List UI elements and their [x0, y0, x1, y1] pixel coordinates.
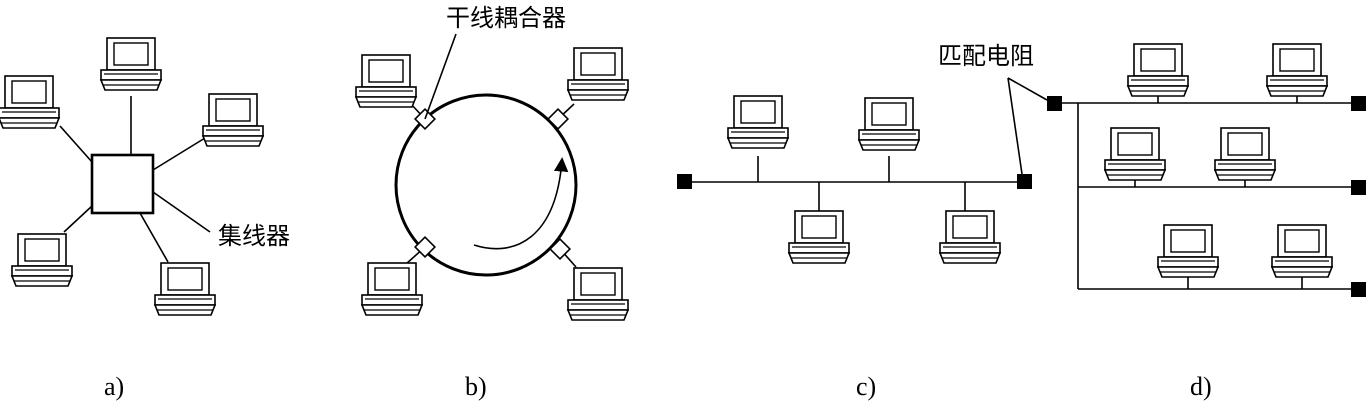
computer-icon [567, 47, 629, 101]
subfigure-d-label: d) [1190, 372, 1212, 401]
computer-icon [355, 54, 417, 108]
computer-icon [100, 37, 162, 91]
tree-topology [1007, 43, 1366, 297]
computer-icon [939, 210, 1001, 264]
computer-icon [727, 95, 789, 149]
coupler-icon [546, 107, 570, 131]
computer-icon [858, 97, 920, 151]
coupler-icon [548, 237, 572, 261]
computer-icon [1104, 127, 1166, 181]
computer-icon [0, 75, 60, 129]
subfigure-b-label: b) [465, 372, 487, 401]
subfigure-a-label: a) [104, 372, 124, 401]
subfigure-c-label: c) [856, 372, 876, 401]
computer-icon [154, 262, 216, 316]
ring-cable [394, 93, 578, 277]
computer-icon [1127, 43, 1189, 97]
computer-icon [1271, 224, 1333, 278]
hub-label: 集线器 [218, 222, 290, 250]
terminator-icon [1017, 174, 1032, 189]
hub-icon [90, 153, 155, 215]
trunk-coupler-label: 干线耦合器 [446, 4, 566, 32]
computer-icon [1157, 224, 1219, 278]
terminator-icon [1351, 96, 1366, 111]
terminator-label: 匹配电阻 [938, 42, 1034, 70]
computer-icon [202, 93, 264, 147]
ring-topology: 干线耦合器 [355, 4, 629, 321]
computer-icon [1214, 127, 1276, 181]
star-topology: 集线器 [0, 37, 290, 316]
computer-icon [11, 233, 73, 287]
arrow-icon [473, 157, 569, 250]
computer-icon [788, 210, 850, 264]
computer-icon [567, 267, 629, 321]
coupler-icon [413, 235, 437, 259]
terminator-icon [1351, 282, 1366, 297]
terminator-icon [677, 174, 692, 189]
computer-icon [1266, 43, 1328, 97]
terminator-icon [1047, 96, 1062, 111]
computer-icon [361, 262, 423, 316]
terminator-icon [1351, 180, 1366, 195]
bus-topology [677, 77, 1032, 264]
